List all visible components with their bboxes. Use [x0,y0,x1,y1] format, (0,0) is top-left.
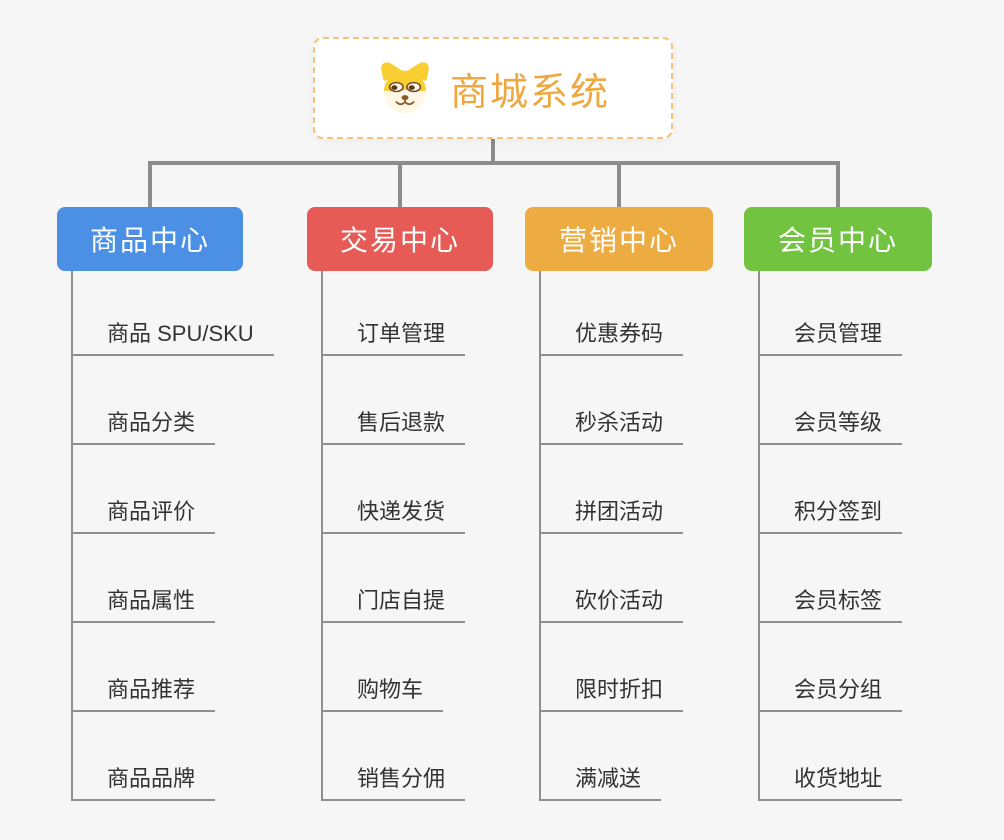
leaf-item-marketing-center-5[interactable]: 满减送 [539,765,662,801]
leaf-item-marketing-center-4[interactable]: 限时折扣 [539,676,684,712]
branch-header-label: 商品中心 [89,225,210,256]
leaf-item-trade-center-2[interactable]: 快递发货 [321,498,466,534]
root-node[interactable]: 商城系统 [313,37,673,139]
leaf-item-member-center-3[interactable]: 会员标签 [758,587,903,623]
leaf-item-trade-center-3[interactable]: 门店自提 [321,587,466,623]
leaf-item-member-center-5[interactable]: 收货地址 [758,765,903,801]
branch-header-label: 会员中心 [777,225,898,256]
leaf-item-member-center-2[interactable]: 积分签到 [758,498,903,534]
leaf-item-product-center-0[interactable]: 商品 SPU/SKU [71,320,274,356]
leaf-item-marketing-center-3[interactable]: 砍价活动 [539,587,684,623]
branch-header-label: 交易中心 [339,225,460,256]
leaf-item-marketing-center-1[interactable]: 秒杀活动 [539,409,684,445]
root-title: 商城系统 [449,71,610,114]
leaf-item-product-center-5[interactable]: 商品品牌 [71,765,216,801]
leaf-item-marketing-center-2[interactable]: 拼团活动 [539,498,684,534]
leaf-item-trade-center-0[interactable]: 订单管理 [321,320,466,356]
leaf-item-product-center-4[interactable]: 商品推荐 [71,676,216,712]
branch-header-marketing-center[interactable]: 营销中心 [525,207,713,271]
doge-icon [376,61,434,115]
leaf-item-trade-center-4[interactable]: 购物车 [321,676,444,712]
leaf-item-product-center-3[interactable]: 商品属性 [71,587,216,623]
leaf-item-member-center-4[interactable]: 会员分组 [758,676,903,712]
branch-header-product-center[interactable]: 商品中心 [57,207,243,271]
branch-header-trade-center[interactable]: 交易中心 [307,207,493,271]
branch-header-member-center[interactable]: 会员中心 [744,207,932,271]
leaf-item-product-center-2[interactable]: 商品评价 [71,498,216,534]
leaf-item-trade-center-5[interactable]: 销售分佣 [321,765,466,801]
leaf-item-trade-center-1[interactable]: 售后退款 [321,409,466,445]
branch-header-label: 营销中心 [558,225,679,256]
leaf-item-marketing-center-0[interactable]: 优惠券码 [539,320,684,356]
leaf-item-member-center-1[interactable]: 会员等级 [758,409,903,445]
leaf-item-product-center-1[interactable]: 商品分类 [71,409,216,445]
leaf-item-member-center-0[interactable]: 会员管理 [758,320,903,356]
